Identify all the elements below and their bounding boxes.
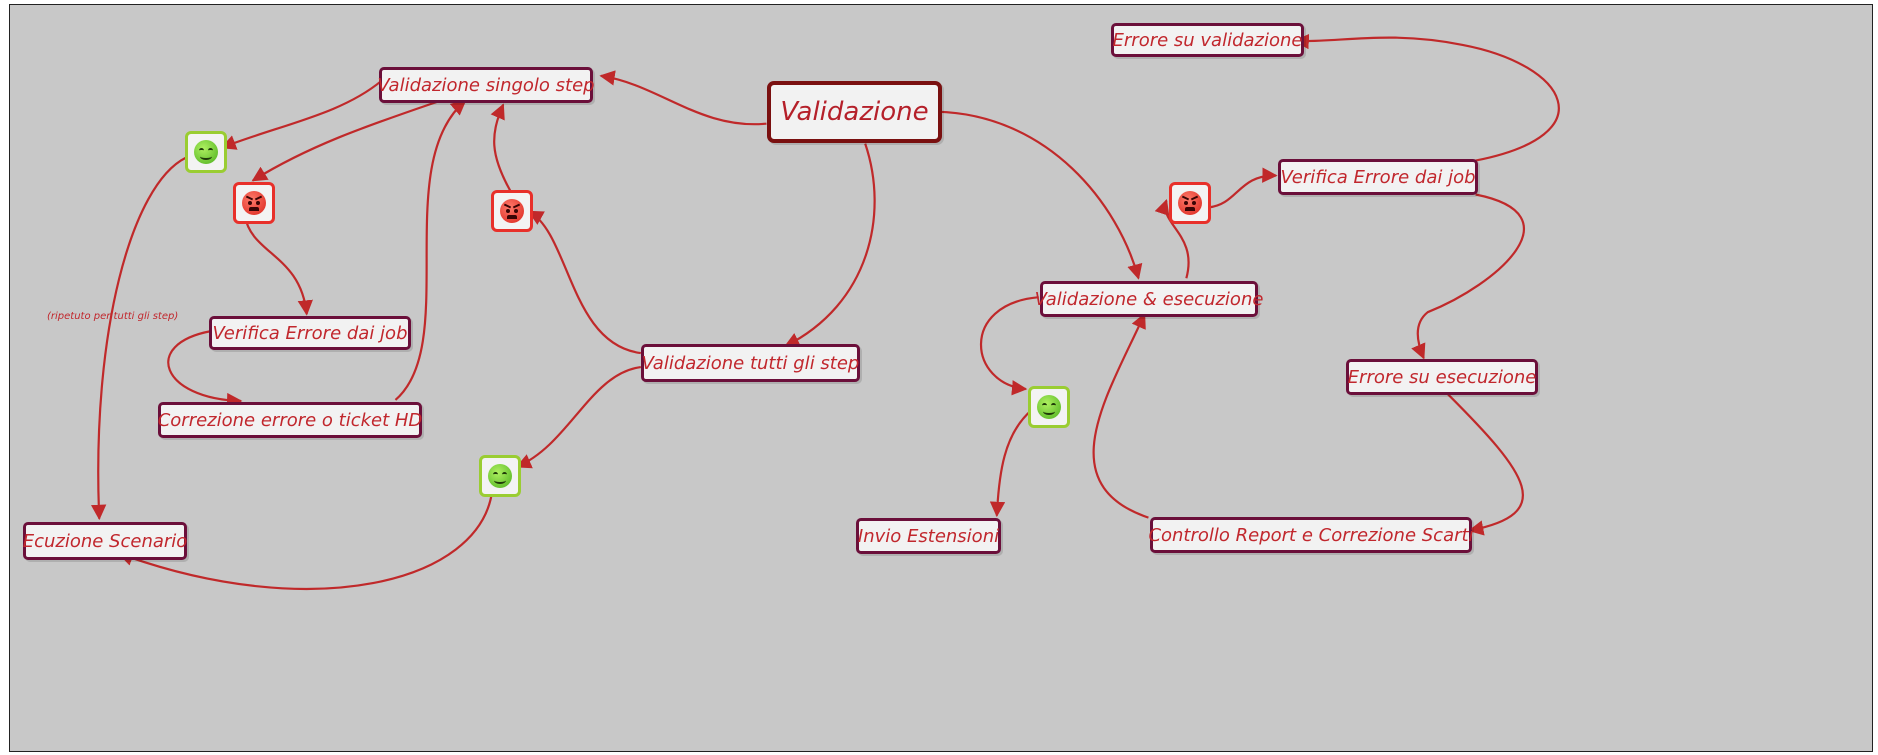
- edge-esecuzione-to-angry3: [1154, 199, 1190, 279]
- edge-happy1-to-scenario: [90, 156, 187, 521]
- edge-verifica-to-correzione: [167, 330, 243, 409]
- edge-tutti-to-angry2: [527, 210, 641, 355]
- happy-face-icon: [479, 455, 521, 497]
- node-ecuzione-scenario[interactable]: Ecuzione Scenario: [23, 522, 187, 560]
- edge-angry1-to-verifica: [243, 215, 313, 316]
- happy-face-icon: [185, 131, 227, 173]
- edge-tutti-to-happy2: [515, 365, 641, 469]
- node-validazione-esecuzione[interactable]: Validazione & esecuzione: [1035, 281, 1263, 317]
- edge-singolo-to-happy1: [220, 79, 383, 150]
- edge-verifica-right-to-errore-validazione: [1293, 33, 1560, 162]
- edge-controllo-to-esecuzione: [1092, 312, 1149, 519]
- root-node-validazione[interactable]: Validazione: [767, 81, 942, 143]
- edge-errore-esecuzione-to-controllo: [1446, 393, 1524, 536]
- edge-angry2-to-singolo: [490, 103, 512, 192]
- edge-root-to-singolo: [599, 70, 767, 126]
- node-validazione-singolo-step[interactable]: Validazione singolo step: [377, 67, 595, 103]
- node-validazione-tutti-step[interactable]: Validazione tutti gli step: [641, 344, 860, 382]
- node-invio-estensioni[interactable]: Invio Estensioni: [856, 518, 1001, 554]
- edges-layer: [90, 33, 1560, 590]
- edge-esecuzione-to-happy3: [980, 296, 1039, 396]
- annotation-ripetuto: (ripetuto per tutti gli step): [47, 311, 179, 322]
- node-errore-validazione[interactable]: Errore su validazione: [1111, 23, 1304, 57]
- edge-root-to-esecuzione: [936, 110, 1143, 280]
- edge-angry3-to-verifica-right: [1208, 167, 1278, 209]
- edge-verifica-right-to-errore-esecuzione: [1411, 193, 1525, 360]
- angry-face-icon: [233, 182, 275, 224]
- diagram-canvas: Validazione Validazione singolo step Ver…: [9, 4, 1873, 752]
- angry-face-icon: [1169, 182, 1211, 224]
- edge-happy3-to-invio: [989, 409, 1033, 518]
- edge-singolo-to-angry1: [251, 100, 438, 182]
- node-controllo-report[interactable]: Controllo Report e Correzione Scarti: [1148, 517, 1474, 553]
- edge-correzione-to-singolo: [394, 99, 467, 401]
- node-correzione-errore[interactable]: Correzione errore o ticket HD: [158, 402, 422, 438]
- happy-face-icon: [1028, 386, 1070, 428]
- edge-root-to-tutti: [784, 143, 876, 348]
- node-verifica-errore-left[interactable]: Verifica Errore dai job: [209, 316, 411, 350]
- edge-happy2-to-scenario: [117, 490, 494, 590]
- node-verifica-errore-right[interactable]: Verifica Errore dai job: [1278, 159, 1478, 195]
- angry-face-icon: [491, 190, 533, 232]
- node-errore-esecuzione[interactable]: Errore su esecuzione: [1346, 359, 1538, 395]
